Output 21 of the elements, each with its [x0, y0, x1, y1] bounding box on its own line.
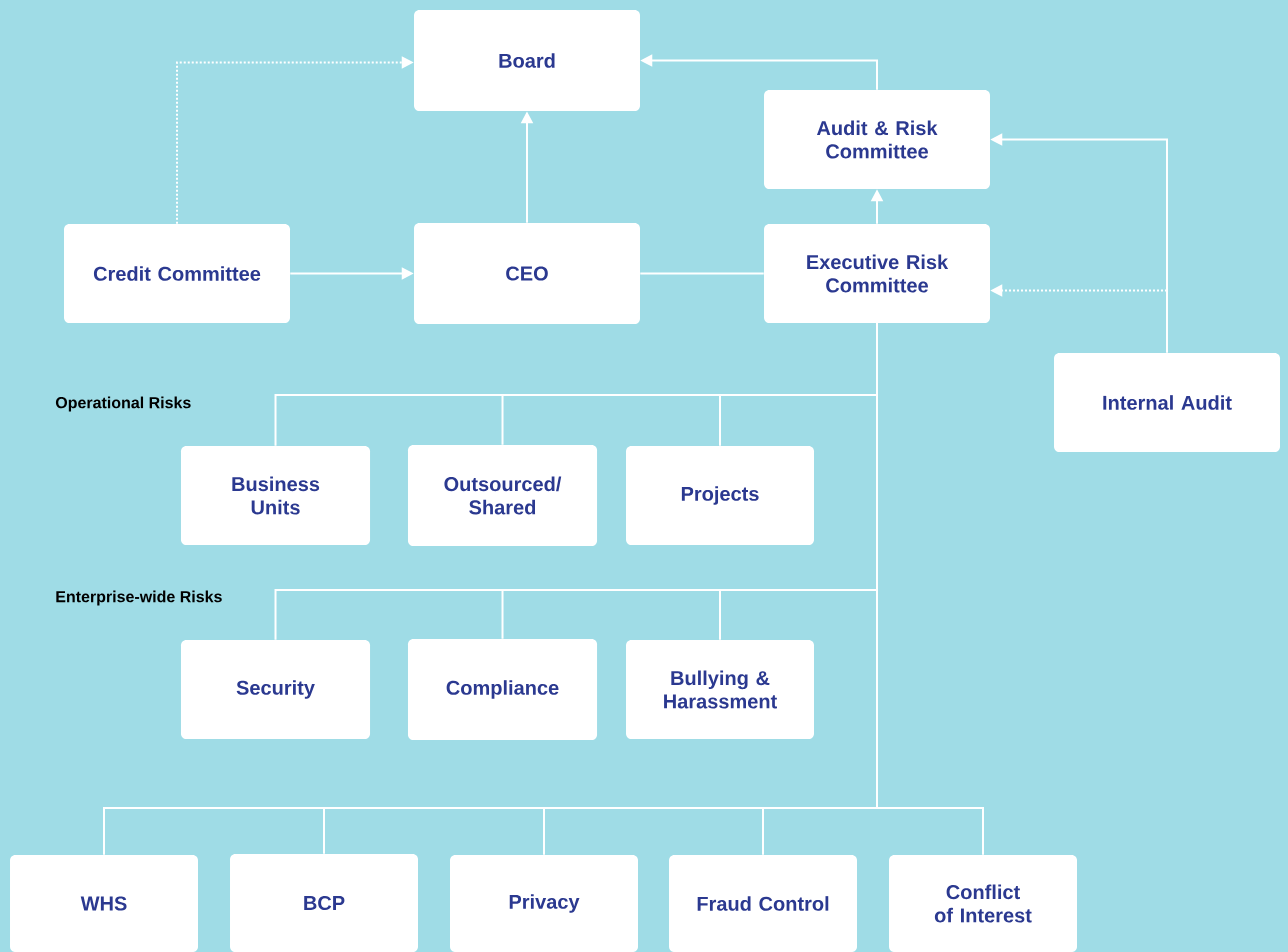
org-box: Projects — [626, 446, 814, 545]
org-box: Board — [414, 9, 640, 112]
connector-line — [639, 272, 765, 275]
org-box: CEO — [414, 222, 640, 325]
org-box: Business Units — [180, 446, 371, 545]
section-label: Operational Risks — [55, 396, 191, 412]
org-box: Conflict of Interest — [889, 854, 1077, 952]
org-box: Fraud Control — [669, 854, 857, 952]
org-box: WHS — [10, 854, 198, 952]
org-box: Internal Audit — [1054, 353, 1280, 452]
org-box: Security — [180, 640, 371, 739]
org-box: Outsourced/ Shared — [408, 444, 598, 547]
org-box: Credit Committee — [64, 224, 290, 323]
org-box: Audit & Risk Committee — [764, 90, 990, 189]
org-box: BCP — [230, 854, 418, 952]
connector-line — [876, 322, 984, 856]
org-box: Privacy — [450, 854, 638, 952]
org-box: Compliance — [408, 638, 598, 741]
org-box: Executive Risk Committee — [764, 224, 990, 323]
section-label: Enterprise-wide Risks — [56, 590, 222, 606]
org-box: Bullying & Harassment — [626, 640, 814, 739]
